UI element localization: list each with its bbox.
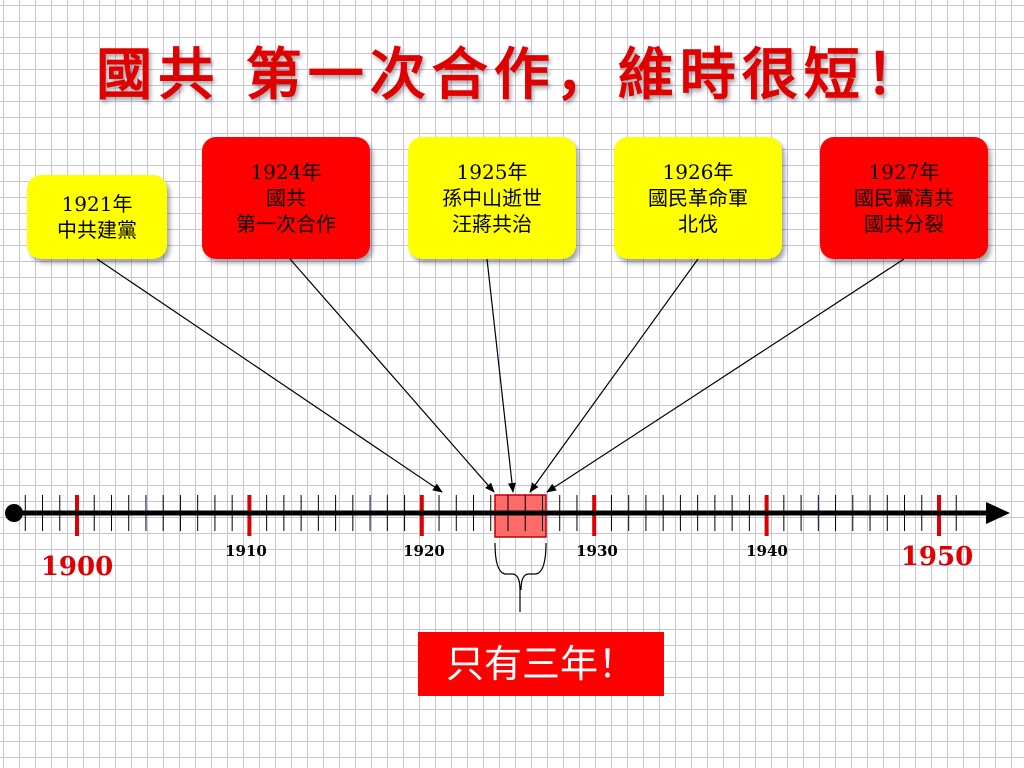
event-text: 汪蔣共治 (452, 212, 532, 236)
event-text: 北伐 (678, 212, 718, 236)
timeline-arrowhead (986, 502, 1010, 524)
slide-title: 國共 第一次合作，維時很短！ (96, 43, 928, 108)
three-years-note: 只有三年！ (418, 632, 664, 696)
event-year: 1925年 (456, 160, 528, 184)
connector-arrows (96, 258, 905, 493)
event-year: 1926年 (662, 160, 734, 184)
event-text: 孫中山逝世 (442, 186, 542, 210)
end-year-label: 1950 (901, 542, 973, 572)
arrow-1927 (546, 258, 905, 493)
event-box-1926: 1926年 國民革命軍 北伐 (614, 137, 782, 259)
event-text: 第一次合作 (236, 212, 336, 236)
event-text: 國民革命軍 (648, 186, 748, 210)
event-text: 國民黨清共 (854, 186, 954, 210)
decade-label-1910: 1910 (225, 542, 267, 560)
decade-label-1920: 1920 (403, 542, 445, 560)
event-year: 1921年 (61, 192, 133, 216)
start-year-label: 1900 (41, 552, 113, 582)
arrow-1921 (96, 258, 443, 493)
event-box-1925: 1925年 孫中山逝世 汪蔣共治 (408, 137, 576, 259)
decade-label-1930: 1930 (576, 542, 618, 560)
event-year: 1927年 (868, 160, 940, 184)
arrow-1926 (529, 258, 699, 493)
event-box-1921: 1921年 中共建黨 (27, 175, 167, 259)
timeline-start-dot (5, 504, 23, 522)
arrow-1925 (486, 258, 516, 493)
event-text: 中共建黨 (57, 218, 137, 242)
event-text: 國共分裂 (864, 212, 944, 236)
decade-label-1940: 1940 (746, 542, 788, 560)
event-year: 1924年 (250, 160, 322, 184)
event-box-1927: 1927年 國民黨清共 國共分裂 (820, 137, 988, 259)
arrow-1924 (289, 258, 495, 493)
event-box-1924: 1924年 國共 第一次合作 (202, 137, 370, 259)
highlight-period (494, 494, 547, 538)
event-text: 國共 (266, 186, 306, 210)
period-brace (494, 542, 547, 612)
